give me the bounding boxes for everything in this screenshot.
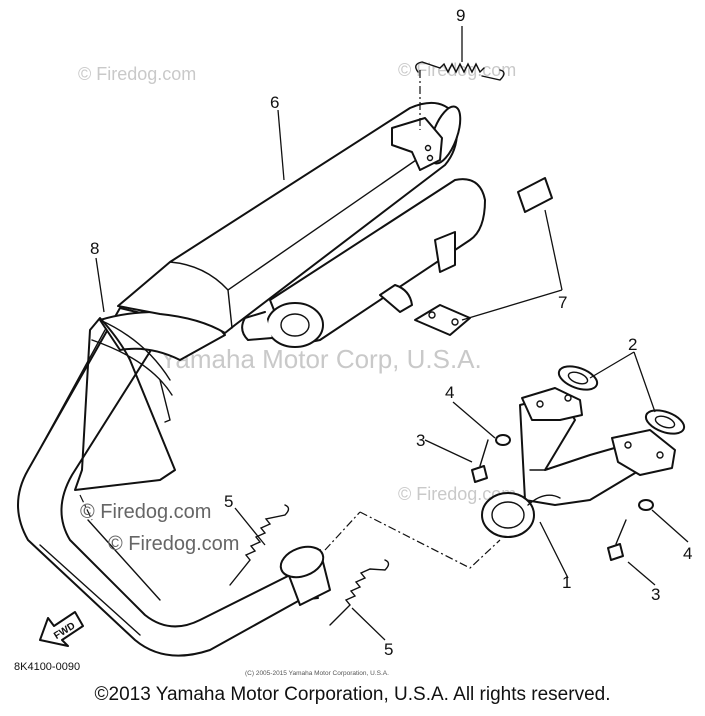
callout-4: 4 — [683, 544, 692, 563]
drawing-code: 8K4100-0090 — [14, 661, 80, 673]
callout-5: 5 — [384, 640, 393, 659]
watermark-firedog: © Firedog.com — [80, 501, 211, 523]
fwd-arrow: FWD — [39, 611, 84, 647]
watermark-yamaha: Yamaha Motor Corp, U.S.A. — [160, 344, 482, 374]
callout-8: 8 — [90, 239, 99, 258]
washer-part — [495, 434, 654, 511]
watermark-firedog: © Firedog.com — [78, 64, 196, 84]
muffler-bracket-part — [391, 117, 471, 336]
callout-2: 2 — [628, 335, 637, 354]
small-copyright: (C) 2005-2015 Yamaha Motor Corporation, … — [245, 670, 389, 677]
callout-7: 7 — [558, 293, 567, 312]
pipe-protector-part — [74, 310, 226, 491]
spring-5-part — [229, 504, 390, 626]
spring-9-part — [415, 61, 505, 81]
callout-6: 6 — [270, 93, 279, 112]
callout-5: 5 — [224, 492, 233, 511]
bolt-part — [471, 439, 627, 561]
gasket-part — [557, 365, 686, 435]
leader-lines — [95, 26, 689, 641]
callout-4: 4 — [445, 383, 454, 402]
callout-1: 1 — [562, 573, 571, 592]
assembly-lines — [79, 70, 501, 569]
callout-3: 3 — [651, 585, 660, 604]
silencer-body-part — [241, 178, 486, 348]
watermark-firedog: © Firedog.com — [398, 484, 516, 504]
callout-9: 9 — [456, 6, 465, 25]
copyright-footer: ©2013 Yamaha Motor Corporation, U.S.A. A… — [94, 684, 611, 705]
watermark-firedog: © Firedog.com — [108, 533, 239, 555]
callout-3: 3 — [416, 431, 425, 450]
exhaust-manifold-part — [481, 387, 676, 538]
damper-pad-part — [517, 177, 553, 213]
pipe-joint-part — [279, 545, 331, 606]
